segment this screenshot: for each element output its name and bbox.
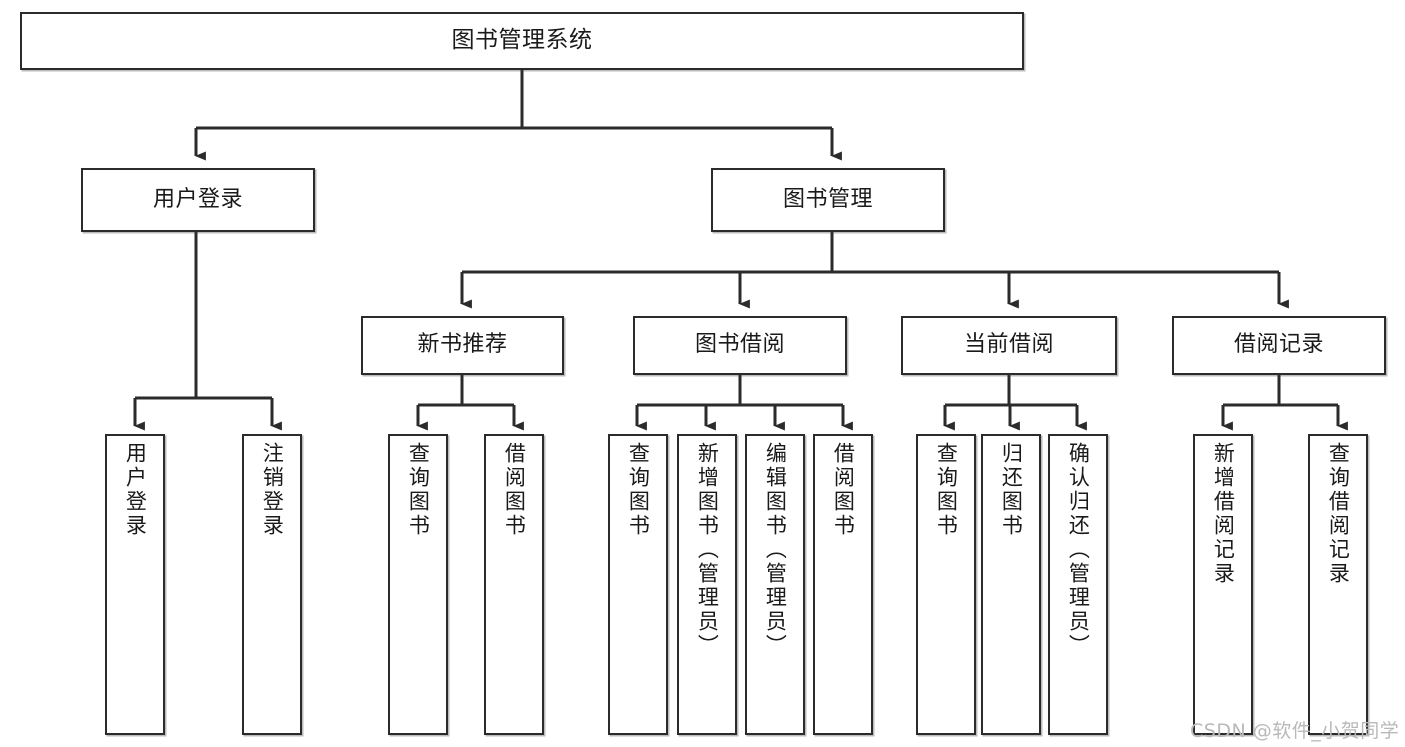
leaf-book-borrow-add[interactable]: 新增图书（管理员）	[677, 434, 737, 735]
node-label: 归还图书	[999, 442, 1024, 538]
leaf-current-borrow-confirm-return[interactable]: 确认归还（管理员）	[1048, 434, 1108, 735]
node-new-book-recommend[interactable]: 新书推荐	[361, 316, 564, 375]
node-root-system[interactable]: 图书管理系统	[20, 12, 1024, 70]
leaf-book-borrow-edit[interactable]: 编辑图书（管理员）	[745, 434, 805, 735]
node-label: 确认归还（管理员）	[1066, 442, 1091, 658]
node-label: 借阅图书	[831, 442, 856, 538]
node-current-borrow[interactable]: 当前借阅	[901, 316, 1117, 375]
node-label: 新书推荐	[417, 332, 508, 358]
node-borrow-record[interactable]: 借阅记录	[1172, 316, 1386, 375]
node-label: 查询图书	[934, 442, 959, 538]
leaf-user-login-logout[interactable]: 注销登录	[242, 434, 302, 735]
node-label: 图书管理	[782, 186, 873, 212]
node-label: 图书借阅	[694, 332, 785, 358]
node-label: 注销登录	[260, 442, 285, 538]
node-label: 用户登录	[123, 442, 148, 538]
leaf-current-borrow-return[interactable]: 归还图书	[981, 434, 1041, 735]
node-label: 图书管理系统	[451, 27, 593, 54]
node-label: 新增图书（管理员）	[695, 442, 720, 658]
node-label: 借阅图书	[502, 442, 527, 538]
node-book-management[interactable]: 图书管理	[711, 168, 945, 232]
node-label: 查询借阅记录	[1326, 442, 1351, 586]
leaf-new-book-query[interactable]: 查询图书	[388, 434, 448, 735]
node-label: 当前借阅	[963, 332, 1054, 358]
node-label: 查询图书	[406, 442, 431, 538]
leaf-user-login-login[interactable]: 用户登录	[105, 434, 165, 735]
node-label: 查询图书	[626, 442, 651, 538]
leaf-borrow-record-add[interactable]: 新增借阅记录	[1193, 434, 1253, 735]
node-label: 编辑图书（管理员）	[763, 442, 788, 658]
leaf-book-borrow-borrow[interactable]: 借阅图书	[813, 434, 873, 735]
leaf-book-borrow-query[interactable]: 查询图书	[608, 434, 668, 735]
node-user-login[interactable]: 用户登录	[81, 168, 315, 232]
node-book-borrow[interactable]: 图书借阅	[633, 316, 847, 375]
leaf-current-borrow-query[interactable]: 查询图书	[916, 434, 976, 735]
node-label: 用户登录	[152, 186, 243, 212]
watermark-text: CSDN @软件_小贺同学	[1190, 720, 1400, 742]
node-label: 新增借阅记录	[1211, 442, 1236, 586]
leaf-borrow-record-query[interactable]: 查询借阅记录	[1308, 434, 1368, 735]
leaf-new-book-borrow[interactable]: 借阅图书	[484, 434, 544, 735]
node-label: 借阅记录	[1233, 332, 1324, 358]
